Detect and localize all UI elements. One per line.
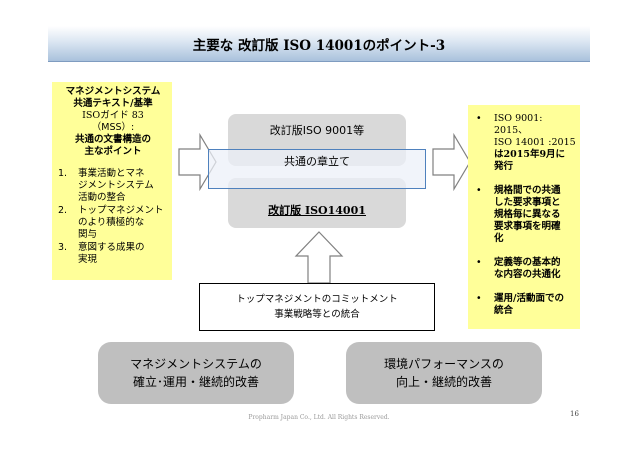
mss-heading-line: 共通テキスト/基準: [73, 98, 153, 109]
bullet: •: [476, 293, 482, 304]
commitment-line: 事業戦略等との統合: [274, 309, 360, 320]
up-arrow: [294, 231, 344, 284]
item-line: ジメントシステム: [78, 180, 154, 191]
list-item: • 規格間での共通した要求事項と規格毎に異なる要求事項を明確化: [472, 185, 576, 245]
mss-heading-line: （MSS）:: [91, 122, 135, 133]
iso14001-label: 改訂版 ISO14001: [268, 202, 366, 218]
item-text: 定義等の基本的な内容の共通化: [494, 257, 561, 281]
item-line: 運用/活動面での: [494, 293, 564, 304]
item-line: 規格間での共通: [494, 185, 561, 196]
item-line: 実現: [78, 254, 98, 265]
mss-point-list: 1. 事業活動とマネジメントシステム活動の整合 2. トップマネジメントのより積…: [58, 168, 168, 266]
item-line: 関与: [78, 229, 98, 240]
mss-heading-line: マネジメントシステム: [65, 86, 161, 97]
list-item: • 運用/活動面での統合: [472, 293, 576, 317]
item-line: した要求事項と: [494, 197, 561, 208]
item-number: 2.: [58, 205, 68, 216]
item-line: 意図する成果の: [78, 242, 145, 253]
bullet: •: [476, 257, 482, 268]
item-text: 事業活動とマネジメントシステム活動の整合: [78, 168, 154, 204]
mss-heading: マネジメントシステム 共通テキスト/基準 ISOガイド 83 （MSS）: 共通…: [58, 86, 168, 158]
slide-title: 主要な 改訂版 ISO 14001のポイント-3: [192, 37, 446, 54]
item-text: 意図する成果の実現: [78, 242, 145, 266]
item-line: 事業活動とマネ: [78, 168, 145, 179]
list-item: 1. 事業活動とマネジメントシステム活動の整合: [58, 168, 168, 204]
environmental-performance-pill: 環境パフォーマンスの 向上・継続的改善: [346, 342, 542, 404]
top-management-commitment-box: トップマネジメントのコミットメント 事業戦略等との統合: [199, 283, 435, 331]
environmental-performance-line: 向上・継続的改善: [395, 375, 492, 389]
common-structure-label: 共通の章立て: [284, 155, 350, 168]
item-line: 発行: [494, 161, 514, 172]
item-line: 化: [494, 233, 504, 244]
item-line: ISO 14001 :2015: [494, 137, 576, 148]
iso14001-label-code: ISO14001: [304, 204, 366, 217]
right-arrow-right: [432, 133, 471, 191]
commitment-line: トップマネジメントのコミットメント: [236, 294, 398, 305]
mss-heading-line: 主なポイント: [84, 146, 142, 157]
iso9001-label: 改訂版ISO 9001等: [269, 124, 365, 137]
item-line: は2015年9月に: [494, 149, 566, 160]
list-item: 2. トップマネジメントのより積極的な関与: [58, 205, 168, 241]
item-line: ISO 9001: 2015、: [494, 113, 543, 136]
item-line: な内容の共通化: [494, 269, 561, 280]
copyright-footer: Propharm Japan Co., Ltd. All Rights Rese…: [248, 414, 390, 421]
page-number: 16: [570, 410, 579, 418]
item-text: 規格間での共通した要求事項と規格毎に異なる要求事項を明確化: [494, 185, 561, 245]
item-line: トップマネジメント: [78, 205, 164, 216]
environmental-performance-line: 環境パフォーマンスの: [384, 357, 504, 371]
common-structure-overlay: 共通の章立て: [208, 149, 426, 189]
item-text: 運用/活動面での統合: [494, 293, 564, 317]
list-item: • 定義等の基本的な内容の共通化: [472, 257, 576, 281]
mss-key-points-note: マネジメントシステム 共通テキスト/基準 ISOガイド 83 （MSS）: 共通…: [52, 82, 172, 280]
management-system-pill: マネジメントシステムの 確立･運用・継続的改善: [98, 342, 294, 404]
title-bar: 主要な 改訂版 ISO 14001のポイント-3: [48, 26, 590, 62]
list-item: 3. 意図する成果の実現: [58, 242, 168, 266]
item-line: 活動の整合: [78, 192, 126, 203]
item-line: 統合: [494, 305, 514, 316]
management-system-line: マネジメントシステムの: [130, 357, 262, 371]
bullet: •: [476, 113, 482, 124]
item-number: 1.: [58, 168, 68, 179]
item-number: 3.: [58, 242, 68, 253]
item-line: のより積極的な: [78, 217, 145, 228]
item-line: 要求事項を明確: [494, 221, 561, 232]
mss-heading-line: 共通の文書構造の: [74, 134, 151, 145]
item-line: 定義等の基本的: [494, 257, 561, 268]
management-system-line: 確立･運用・継続的改善: [132, 375, 259, 389]
mss-heading-line: ISOガイド 83: [82, 110, 144, 121]
item-line: 規格毎に異なる: [494, 209, 561, 220]
item-text: トップマネジメントのより積極的な関与: [78, 205, 164, 241]
iso14001-label-prefix: 改訂版: [268, 204, 305, 217]
bullet: •: [476, 185, 482, 196]
